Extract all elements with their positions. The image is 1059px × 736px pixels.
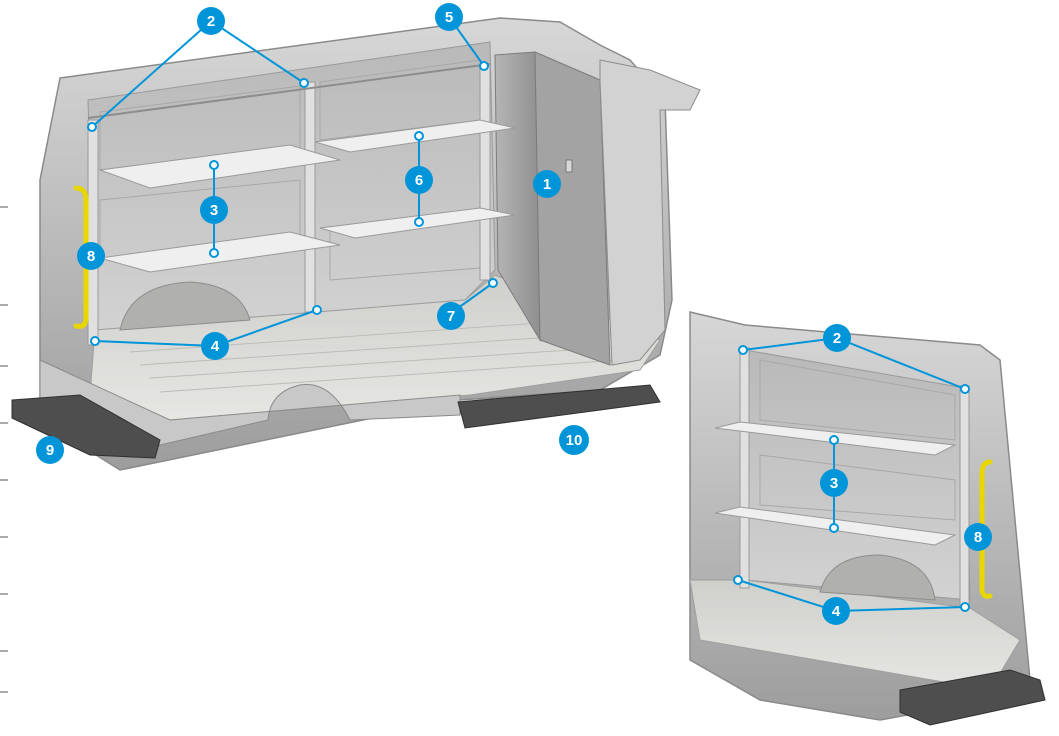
callout-label: 6: [415, 172, 423, 189]
detail-van-illustration: [689, 311, 1046, 726]
leader-endpoints: [87, 61, 970, 612]
upper-rail: [87, 63, 491, 119]
cab-pillar: [599, 59, 701, 366]
rear-step-main: [11, 394, 161, 459]
margin-ticks: [0, 206, 8, 693]
callout-label: 7: [447, 308, 455, 325]
callout-badge: 10: [559, 425, 589, 455]
callout-label: 10: [566, 432, 583, 449]
callout-badge: 8: [77, 242, 105, 270]
callout-label: 8: [974, 529, 982, 546]
callout-badge: 4: [822, 597, 850, 625]
detail-wall-panels: [759, 359, 956, 521]
callout-badge: 2: [197, 7, 225, 35]
callout-label: 3: [830, 475, 838, 492]
callout-badge: 8: [964, 523, 992, 551]
wheel-well: [119, 281, 251, 331]
bulkhead-door: [534, 51, 611, 366]
detail-rear-step: [899, 669, 1046, 726]
shelves-left-bay: [99, 144, 341, 273]
callout-label: 2: [833, 330, 841, 347]
callout-badge: 3: [820, 469, 848, 497]
callout-badge: 7: [437, 302, 465, 330]
detail-wheel-well: [819, 554, 936, 601]
callout-badge: 6: [405, 166, 433, 194]
callout-label: 9: [46, 442, 54, 459]
callout-badge: 4: [201, 332, 229, 360]
callout-badge: 9: [36, 436, 64, 464]
callout-badge: 1: [533, 170, 561, 198]
van-lower-body: [39, 359, 461, 446]
bulkhead-door-handle: [565, 159, 573, 173]
callout-badge: 2: [823, 324, 851, 352]
callout-label: 2: [207, 13, 215, 30]
callout-label: 8: [87, 248, 95, 265]
callout-label: 4: [832, 603, 841, 620]
callout-label: 5: [445, 9, 453, 26]
callout-badge: 3: [200, 196, 228, 224]
main-van-illustration: [11, 17, 701, 471]
side-step-main: [457, 384, 661, 429]
callout-badge: 5: [435, 3, 463, 31]
callout-label: 1: [543, 176, 551, 193]
callout-label: 3: [210, 202, 218, 219]
callout-label: 4: [211, 338, 220, 355]
